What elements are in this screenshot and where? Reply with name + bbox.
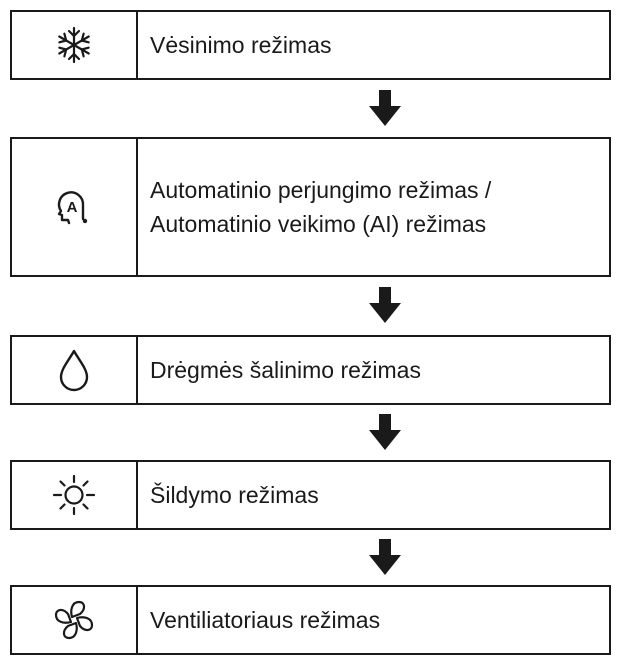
mode-icon-cell [12, 462, 138, 528]
arrow-down-icon [365, 412, 405, 452]
snowflake-icon [58, 26, 90, 64]
mode-label-line: Automatinio veikimo (AI) režimas [150, 211, 487, 237]
water-drop-icon [59, 349, 89, 392]
sun-icon [52, 474, 96, 516]
mode-icon-cell [12, 587, 138, 653]
mode-icon-cell: A [12, 139, 138, 275]
mode-box-cooling: Vėsinimo režimas [10, 10, 611, 80]
mode-box-dry: Drėgmės šalinimo režimas [10, 335, 611, 405]
mode-box-fan: Ventiliatoriaus režimas [10, 585, 611, 655]
mode-label: Šildymo režimas [150, 462, 601, 528]
mode-box-heat: Šildymo režimas [10, 460, 611, 530]
mode-label-line: Drėgmės šalinimo režimas [150, 357, 421, 383]
arrow-down-icon [365, 88, 405, 128]
mode-label-line: Automatinio perjungimo režimas / [150, 177, 492, 203]
mode-icon-cell [12, 337, 138, 403]
mode-label: Automatinio perjungimo režimas / Automat… [150, 139, 601, 275]
arrow-down-icon [365, 285, 405, 325]
auto-mode-icon: A [57, 191, 88, 225]
mode-icon-cell [12, 12, 138, 78]
auto-mode-icon-letter: A [67, 199, 78, 216]
mode-label: Ventiliatoriaus režimas [150, 587, 601, 653]
mode-label-line: Ventiliatoriaus režimas [150, 607, 381, 633]
mode-label: Drėgmės šalinimo režimas [150, 337, 601, 403]
arrow-down-icon [365, 537, 405, 577]
fan-icon [54, 600, 94, 640]
mode-label-line: Vėsinimo režimas [150, 32, 332, 58]
mode-box-auto: A Automatinio perjungimo režimas / Autom… [10, 137, 611, 277]
mode-label-line: Šildymo režimas [150, 482, 319, 508]
mode-label: Vėsinimo režimas [150, 12, 601, 78]
